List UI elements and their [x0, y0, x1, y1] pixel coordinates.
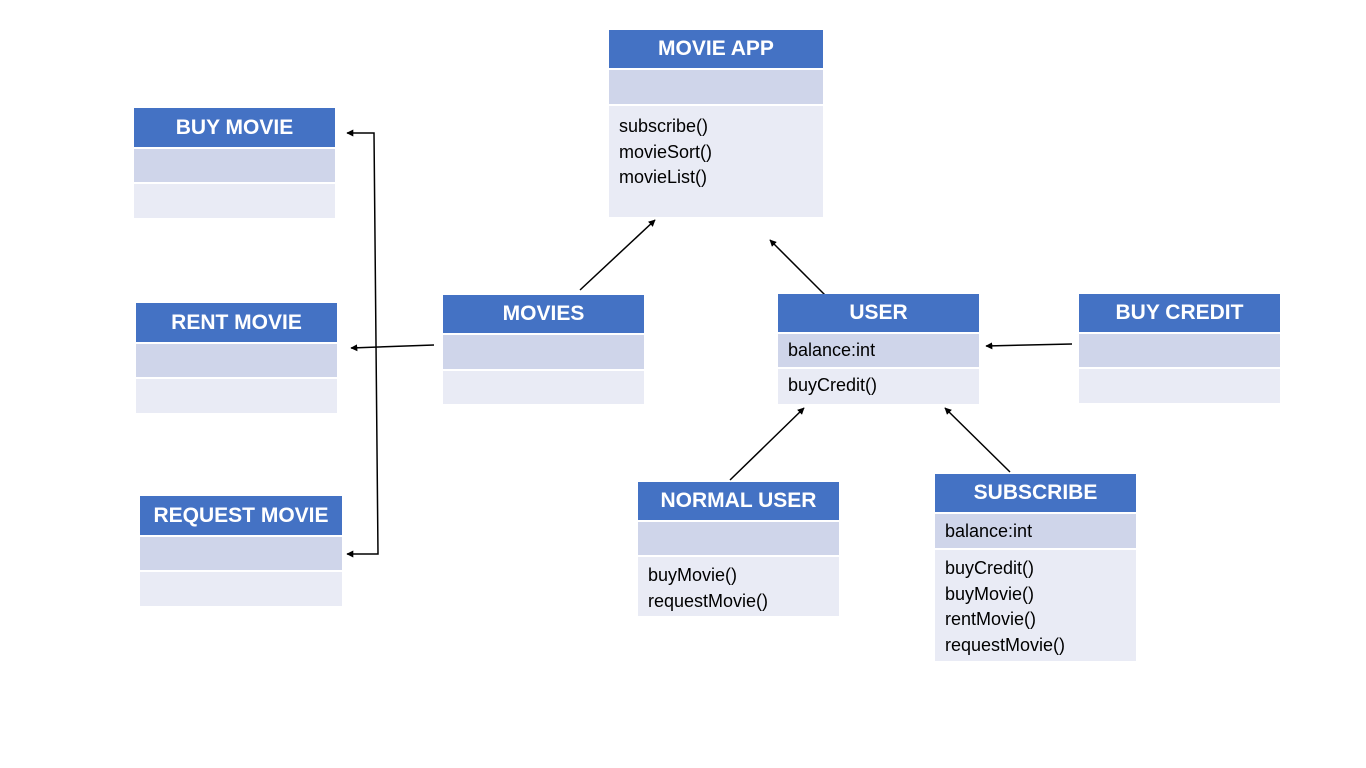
class-request-movie-methods	[140, 572, 342, 606]
connector-subscribe-to-user	[944, 407, 1011, 473]
attribute: balance:int	[788, 340, 876, 360]
class-subscribe-methods: buyCredit() buyMovie() rentMovie() reque…	[935, 550, 1136, 661]
class-rent-movie: RENT MOVIE	[136, 303, 337, 413]
method: rentMovie()	[945, 609, 1037, 629]
class-subscribe: SUBSCRIBE balance:int buyCredit() buyMov…	[935, 474, 1136, 661]
class-rent-movie-title: RENT MOVIE	[136, 303, 337, 342]
class-request-movie-title: REQUEST MOVIE	[140, 496, 342, 535]
method: requestMovie()	[648, 590, 769, 611]
class-buy-movie-title: BUY MOVIE	[134, 108, 335, 147]
class-movie-app-title: MOVIE APP	[609, 30, 823, 68]
class-movie-app-methods: subscribe() movieSort() movieList()	[609, 106, 823, 217]
method: movieSort()	[619, 141, 713, 162]
method: buyCredit()	[788, 375, 878, 395]
method: movieList()	[619, 167, 708, 187]
connector-movies-to-rent-movie	[350, 344, 435, 352]
class-buy-movie-methods	[134, 184, 335, 218]
connector-user-to-movie-app	[769, 239, 834, 304]
class-user-methods: buyCredit()	[778, 369, 979, 404]
method: buyMovie()	[945, 583, 1035, 604]
class-request-movie-attributes	[140, 537, 342, 570]
attribute: balance:int	[945, 520, 1033, 541]
class-buy-credit-methods	[1079, 369, 1280, 403]
connector-buy-credit-to-user	[985, 342, 1073, 350]
class-request-movie: REQUEST MOVIE	[140, 496, 342, 606]
class-movies-attributes	[443, 335, 644, 369]
class-user: USER balance:int buyCredit()	[778, 294, 979, 404]
class-normal-user-title: NORMAL USER	[638, 482, 839, 520]
method: requestMovie()	[945, 634, 1066, 655]
class-normal-user-methods: buyMovie() requestMovie()	[638, 557, 839, 616]
class-subscribe-attributes: balance:int	[935, 514, 1136, 548]
class-rent-movie-methods	[136, 379, 337, 413]
class-buy-credit: BUY CREDIT	[1079, 294, 1280, 403]
class-normal-user-attributes	[638, 522, 839, 555]
class-buy-movie: BUY MOVIE	[134, 108, 335, 218]
class-movie-app-attributes	[609, 70, 823, 104]
method: subscribe()	[619, 116, 709, 136]
connector-trunk-buy-and-request-movie	[346, 129, 379, 558]
class-movies-methods	[443, 371, 644, 404]
method: buyCredit()	[945, 558, 1035, 578]
class-buy-credit-attributes	[1079, 334, 1280, 367]
class-movie-app: MOVIE APP subscribe() movieSort() movieL…	[609, 30, 823, 217]
class-subscribe-title: SUBSCRIBE	[935, 474, 1136, 512]
method: buyMovie()	[648, 565, 738, 585]
class-movies: MOVIES	[443, 295, 644, 404]
class-user-attributes: balance:int	[778, 334, 979, 367]
class-rent-movie-attributes	[136, 344, 337, 377]
class-user-title: USER	[778, 294, 979, 332]
class-normal-user: NORMAL USER buyMovie() requestMovie()	[638, 482, 839, 616]
connector-movies-to-movie-app	[579, 219, 656, 291]
connector-normal-user-to-user	[729, 407, 805, 481]
class-buy-movie-attributes	[134, 149, 335, 182]
class-movies-title: MOVIES	[443, 295, 644, 333]
class-buy-credit-title: BUY CREDIT	[1079, 294, 1280, 332]
